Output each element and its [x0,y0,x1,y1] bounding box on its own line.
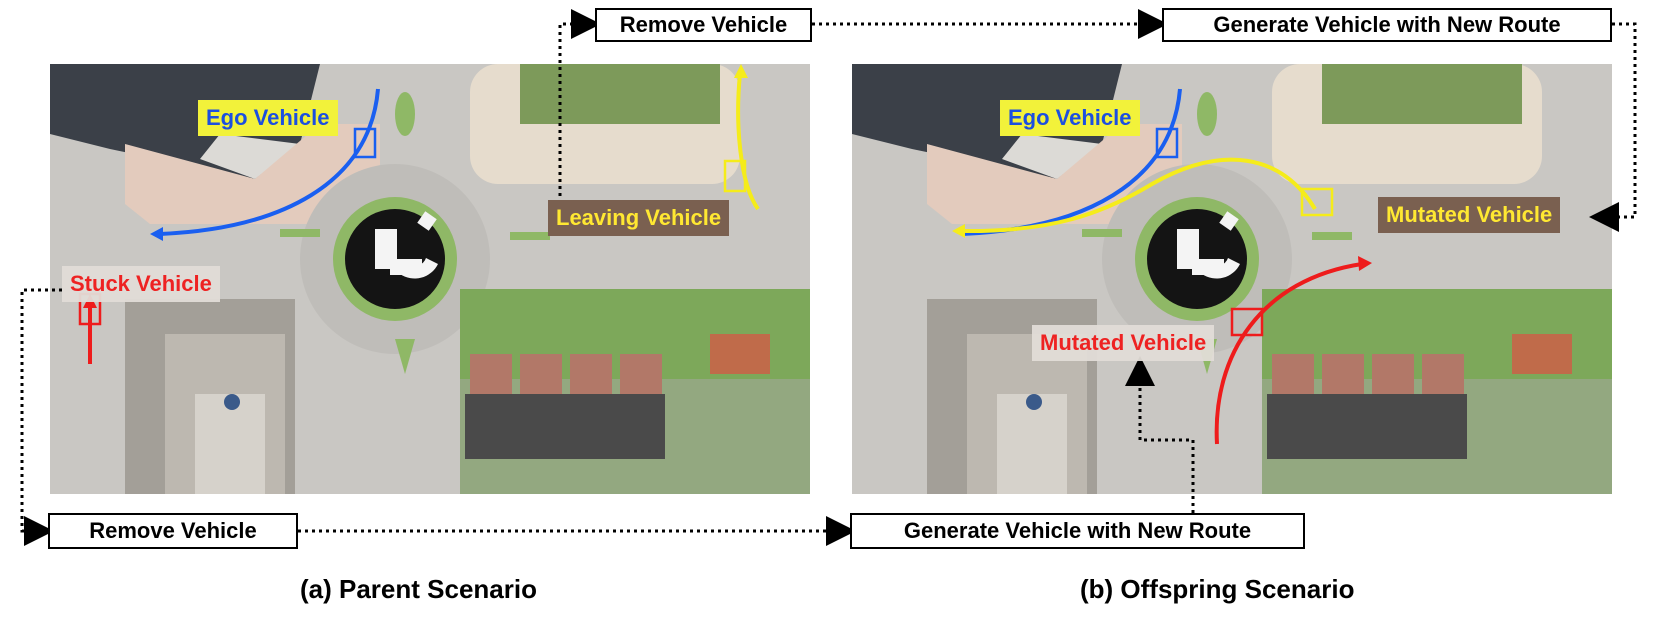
remove-vehicle-box-top: Remove Vehicle [595,8,812,42]
remove-vehicle-label-bottom: Remove Vehicle [89,518,257,543]
generate-vehicle-label-bottom: Generate Vehicle with New Route [903,518,1252,543]
stuck-vehicle-label: Stuck Vehicle [62,266,220,302]
remove-vehicle-box-bottom: Remove Vehicle [48,513,298,549]
mutated-yellow-path [961,157,1317,234]
ego-path [159,88,380,236]
mutated-vehicle-label-red: Mutated Vehicle [1032,325,1215,361]
parent-scenario-image [50,64,810,494]
generate-vehicle-box-top: Generate Vehicle with New Route [1162,8,1612,42]
leaving-path [736,73,760,211]
ego-vehicle-label-b: Ego Vehicle [1000,100,1140,136]
generate-vehicle-label-top: Generate Vehicle with New Route [1213,12,1561,37]
offspring-scenario-image [852,64,1612,494]
caption-parent: (a) Parent Scenario [300,574,537,604]
caption-offspring: (b) Offspring Scenario [1080,574,1355,604]
ego-vehicle-label-a: Ego Vehicle [198,100,338,136]
remove-vehicle-label-top: Remove Vehicle [619,12,788,37]
generate-vehicle-box-bottom: Generate Vehicle with New Route [850,513,1305,549]
mutated-vehicle-label-yellow: Mutated Vehicle [1378,197,1561,233]
mutated-red-path [1214,262,1363,445]
leaving-vehicle-label: Leaving Vehicle [548,200,730,236]
